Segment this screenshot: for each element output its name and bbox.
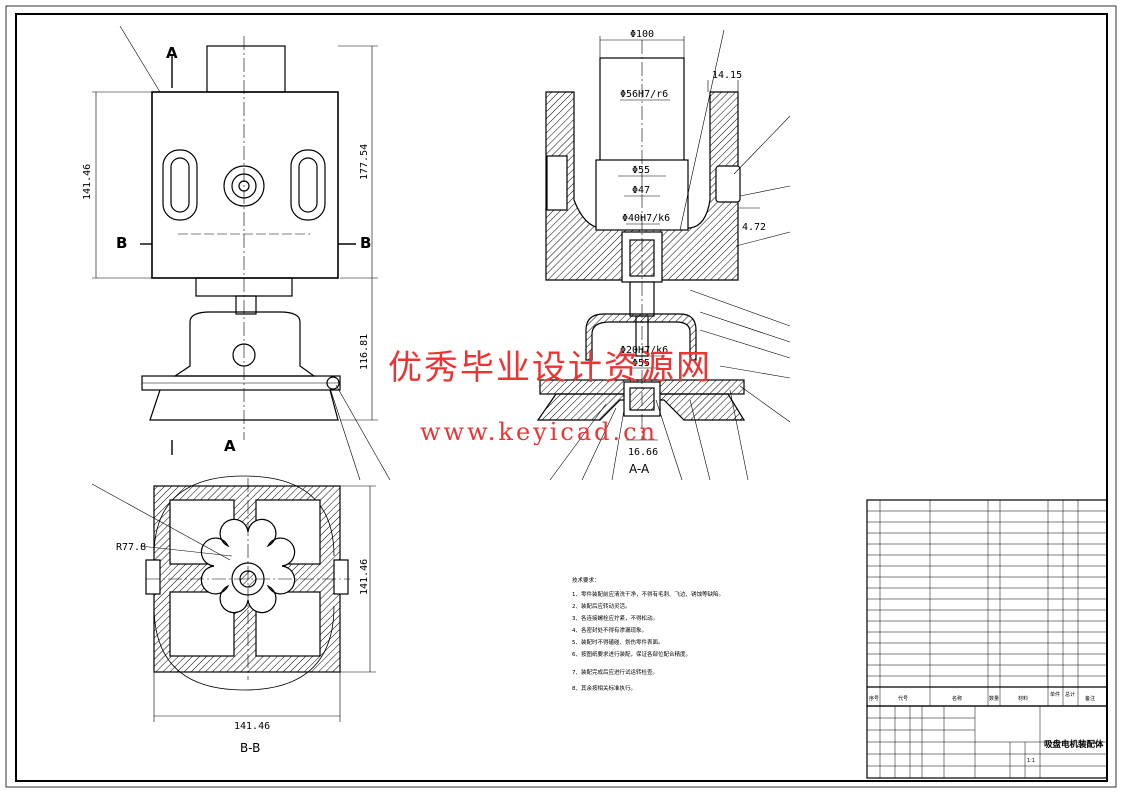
technical-notes: 技术要求： 1、零件装配前应清洗干净，不得有毛刺、飞边、锈蚀等缺陷。 2、装配后…: [572, 576, 724, 692]
section-bb-annotations: [91, 478, 376, 722]
tech-note-line: 6、按图纸要求进行装配，保证各部位配合精度。: [572, 650, 691, 658]
tech-note-line: 4、各密封处不得有渗漏现象。: [572, 626, 647, 634]
section-a-bottom-label: A: [224, 437, 236, 455]
section-a-top-label: A: [166, 44, 178, 62]
inner-border: [15, 13, 1108, 782]
section-b-right-label: B: [360, 234, 371, 252]
col-header-name: 名称: [952, 695, 962, 702]
view-bb-caption: B-B: [240, 741, 260, 755]
title-block: [866, 705, 1108, 779]
col-header-total: 总计: [1065, 691, 1075, 698]
dim-4-72: 4.72: [742, 222, 766, 233]
col-header-remark: 备注: [1085, 695, 1095, 702]
section-bb-view: [145, 475, 349, 691]
motor-top: [206, 45, 286, 93]
dim-phi55b: Φ55: [632, 358, 650, 369]
tech-note-line: 1、零件装配前应清洗干净，不得有毛刺、飞边、锈蚀等缺陷。: [572, 590, 724, 598]
motor-housing: [151, 91, 339, 279]
dim-14-15: 14.15: [712, 70, 742, 81]
suction-cup-section: [536, 393, 746, 421]
housing-section: [545, 91, 739, 281]
col-header-unit: 单件: [1050, 691, 1060, 698]
dim-height-right: 177.54: [359, 144, 370, 180]
col-header-material: 材料: [1018, 695, 1028, 702]
dim-bb-height: 141.46: [359, 559, 370, 595]
front-view: [141, 45, 341, 421]
watermark-title: 优秀毕业设计资源网: [388, 348, 712, 388]
drawing-title: 吸盘电机装配体: [1044, 739, 1104, 750]
section-aa-annotations: [549, 29, 791, 481]
dim-fit-mid: Φ40H7/k6: [622, 213, 670, 224]
view-aa-caption: A-A: [629, 462, 650, 476]
parts-list-header: 序号 代号 名称 数量 材料 单件 总计 备注: [869, 691, 1095, 702]
dim-bb-width: 141.46: [234, 721, 270, 732]
outer-border: [5, 5, 1117, 788]
dim-phi100: Φ100: [630, 29, 654, 40]
dim-phi55a: Φ55: [632, 165, 650, 176]
tech-note-line: 3、各连接螺栓应拧紧，不得松动。: [572, 614, 658, 622]
dim-16-66: 16.66: [628, 447, 658, 458]
col-header-qty: 数量: [989, 695, 999, 702]
center-fitting: [223, 165, 265, 207]
tech-note-line: 2、装配后应转动灵活。: [572, 602, 631, 610]
dim-fit-top: Φ56H7/r6: [620, 89, 668, 100]
dim-height-left: 141.46: [82, 164, 93, 200]
suction-body-section: [585, 313, 697, 361]
parts-list: [866, 499, 1108, 707]
dim-r77-8: R77.8: [116, 542, 146, 553]
front-view-centerlines: [92, 25, 391, 481]
suction-body: [173, 311, 316, 377]
dim-height-lower: 116.81: [359, 334, 370, 370]
col-header-code: 代号: [898, 695, 908, 702]
right-slot: [290, 149, 326, 221]
watermark-url: www.keyicad.cn: [420, 418, 659, 446]
tech-note-line: 7、装配完成后应进行试运转检查。: [572, 668, 658, 676]
dim-fit-low: Φ20H7/k6: [620, 345, 668, 356]
tech-note-line: 5、装配时不得磕碰、划伤零件表面。: [572, 638, 664, 646]
section-b-left-label: B: [116, 234, 127, 252]
scale-value: 1:1: [1027, 758, 1035, 764]
left-slot: [162, 149, 198, 221]
dim-phi47: Φ47: [632, 185, 650, 196]
col-header-no: 序号: [869, 695, 879, 702]
tech-note-line: 8、其余按相关标准执行。: [572, 684, 636, 692]
tech-notes-heading: 技术要求：: [572, 576, 600, 584]
